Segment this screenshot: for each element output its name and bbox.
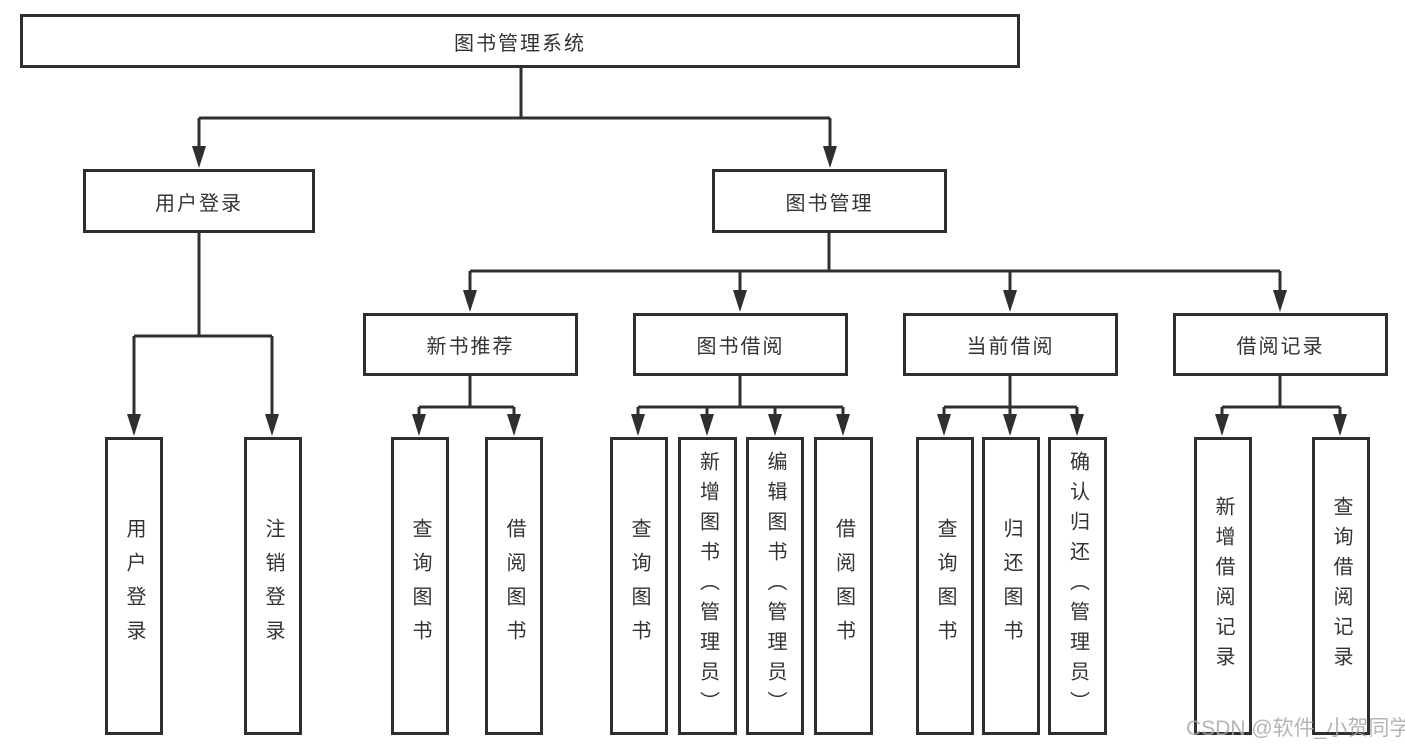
node-leaf-user-login: 用户登录 (105, 437, 163, 735)
node-leaf-user-login-label: 用户登录 (123, 518, 145, 654)
node-borrow-records: 借阅记录 (1173, 313, 1388, 376)
node-book-borrow: 图书借阅 (633, 313, 848, 376)
node-book-borrow-label: 图书借阅 (696, 336, 785, 358)
node-borrow-records-label: 借阅记录 (1236, 336, 1325, 358)
node-new-book-recommend: 新书推荐 (363, 313, 578, 376)
node-leaf-confirm-return-admin: 确认归还（管理员） (1048, 437, 1107, 735)
node-user-login: 用户登录 (83, 169, 315, 233)
node-leaf-confirm-return-admin-label: 确认归还（管理员） (1066, 451, 1089, 721)
node-leaf-edit-book-admin: 编辑图书（管理员） (746, 437, 804, 735)
node-leaf-borrow-book-2-label: 借阅图书 (832, 518, 855, 654)
node-leaf-query-book-3: 查询图书 (916, 437, 974, 735)
node-leaf-query-book-1-label: 查询图书 (409, 518, 431, 654)
node-leaf-logout-label: 注销登录 (262, 518, 284, 654)
node-leaf-edit-book-admin-label: 编辑图书（管理员） (764, 451, 786, 721)
node-user-login-label: 用户登录 (155, 192, 243, 215)
node-book-management-label: 图书管理 (785, 192, 874, 215)
node-new-book-recommend-label: 新书推荐 (426, 336, 515, 358)
node-root: 图书管理系统 (20, 14, 1020, 68)
node-leaf-query-book-3-label: 查询图书 (934, 518, 956, 654)
node-leaf-logout: 注销登录 (244, 437, 302, 735)
node-leaf-query-book-1: 查询图书 (391, 437, 449, 735)
node-leaf-return-book-label: 归还图书 (1000, 518, 1022, 654)
node-current-borrow-label: 当前借阅 (966, 336, 1055, 358)
csdn-watermark: CSDN @软件_小贺同学 (1186, 717, 1405, 740)
node-leaf-borrow-book-2: 借阅图书 (814, 437, 873, 735)
node-leaf-add-book-admin: 新增图书（管理员） (678, 437, 737, 735)
node-leaf-return-book: 归还图书 (982, 437, 1040, 735)
node-current-borrow: 当前借阅 (903, 313, 1118, 376)
node-leaf-query-borrow-record: 查询借阅记录 (1312, 437, 1370, 735)
node-leaf-query-book-2: 查询图书 (610, 437, 668, 735)
node-leaf-add-borrow-record: 新增借阅记录 (1194, 437, 1252, 735)
node-book-management: 图书管理 (712, 169, 947, 233)
node-leaf-query-borrow-record-label: 查询借阅记录 (1330, 496, 1352, 676)
node-leaf-borrow-book-1-label: 借阅图书 (503, 518, 525, 654)
node-root-label: 图书管理系统 (454, 32, 586, 55)
node-leaf-borrow-book-1: 借阅图书 (485, 437, 543, 735)
node-leaf-query-book-2-label: 查询图书 (628, 518, 650, 654)
node-leaf-add-borrow-record-label: 新增借阅记录 (1212, 496, 1234, 676)
node-leaf-add-book-admin-label: 新增图书（管理员） (696, 451, 719, 721)
